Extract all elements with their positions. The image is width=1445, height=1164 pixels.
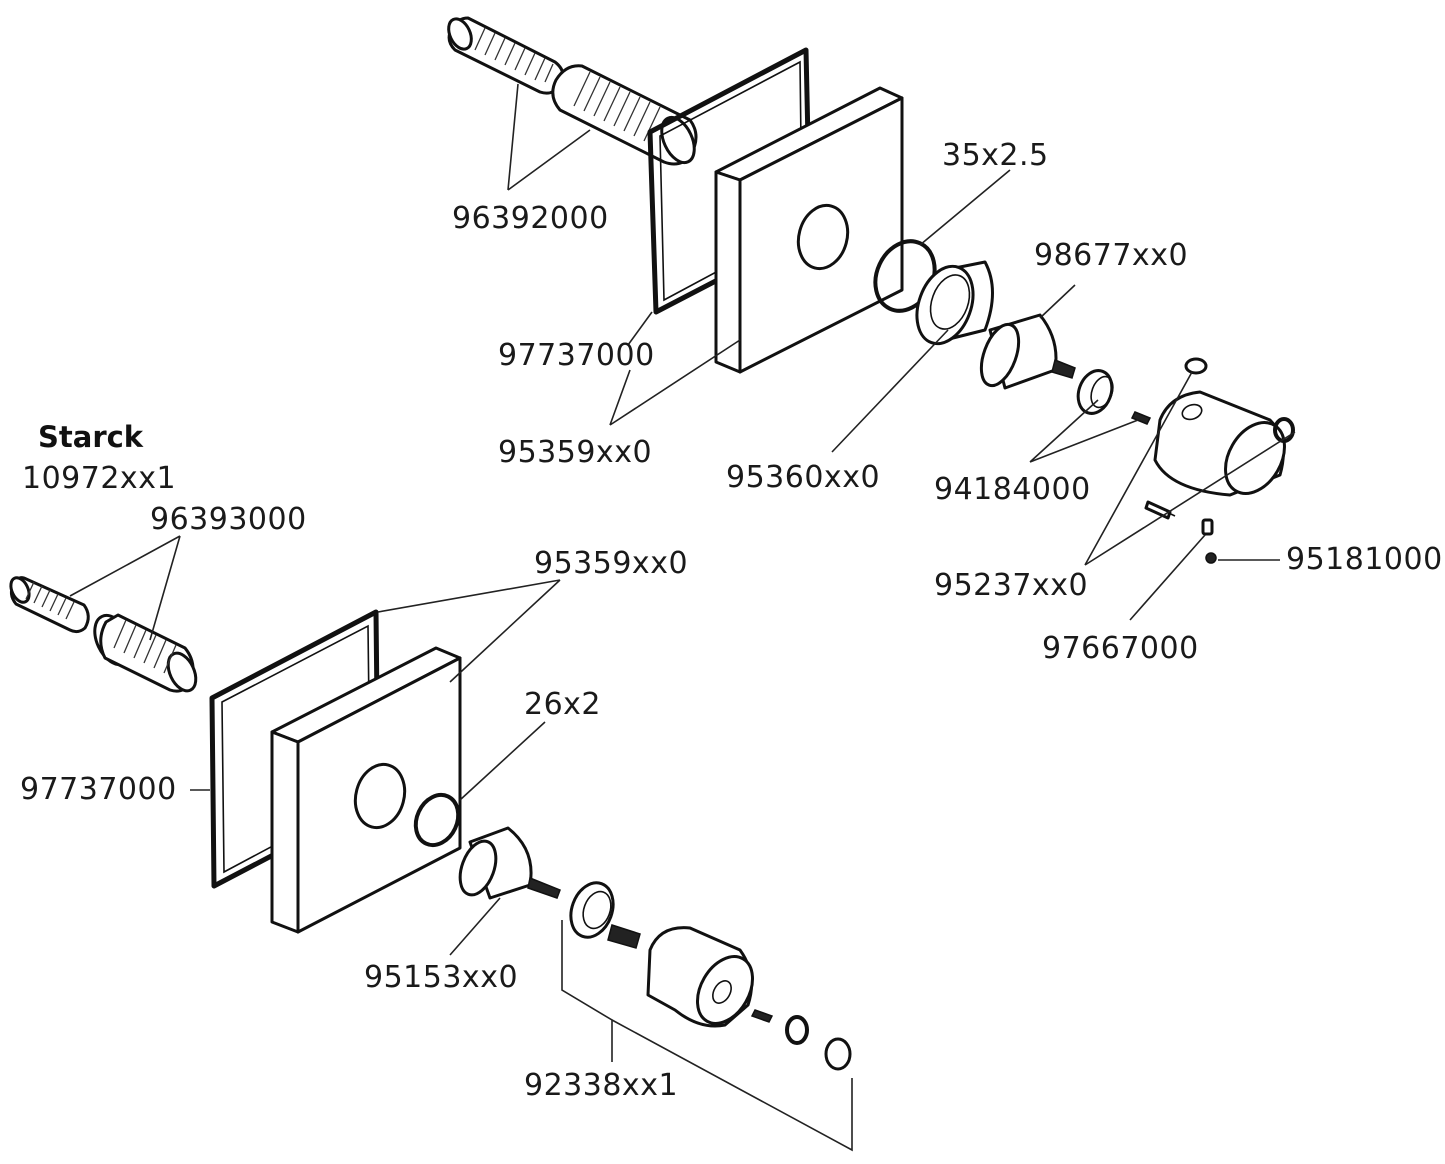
label-upper-handle-parts: 95237xx0 [934,568,1089,603]
label-lower-threaded-tubes: 96393000 [150,502,307,537]
lower-cover-plate [270,646,462,934]
label-pin: 97667000 [1042,631,1199,666]
lower-o-ring [413,792,461,848]
lower-leader-lines [69,535,853,1152]
label-lower-handle-set: 92338xx1 [524,1068,679,1103]
lower-handle-set [569,881,852,1071]
label-lower-seal: 26x2 [524,687,602,722]
label-upper-sleeve: 95360xx0 [726,460,881,495]
product-number-label: 10972xx1 [22,461,177,496]
upper-cartridge [979,313,1076,390]
upper-leader-lines [507,83,1296,621]
label-upper-cartridge: 98677xx0 [1034,238,1189,273]
label-upper-plate: 95359xx0 [498,435,653,470]
upper-threaded-tubes [447,16,698,166]
upper-sleeve [915,260,994,346]
label-lower-plate: 95359xx0 [534,546,689,581]
label-upper-threaded-tubes: 96392000 [452,201,609,236]
label-lower-cartridge: 95153xx0 [364,960,519,995]
label-lower-gasket: 97737000 [20,772,177,807]
label-set-screw: 95181000 [1286,542,1443,577]
lower-threaded-tubes [9,576,198,693]
lower-cartridge [458,826,561,900]
brand-heading: Starck [38,420,144,454]
label-upper-screws: 94184000 [934,472,1091,507]
label-upper-seal: 35x2.5 [942,138,1049,173]
upper-adapter-and-screw [1076,369,1152,425]
upper-handle [1144,357,1295,564]
upper-cover-plate [714,86,904,374]
label-upper-gasket: 97737000 [498,338,655,373]
